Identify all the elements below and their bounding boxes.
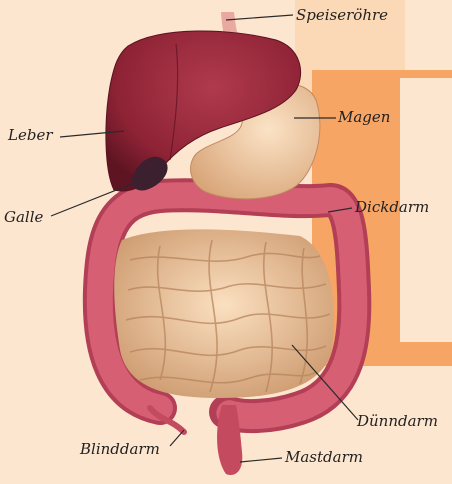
label-liver: Leber [8, 128, 53, 143]
label-appendix: Blinddarm [80, 442, 160, 457]
label-rectum: Mastdarm [285, 450, 363, 465]
label-large-intestine: Dickdarm [355, 200, 429, 215]
label-small-intestine: Dünndarm [357, 414, 438, 429]
small-intestine [114, 229, 334, 398]
label-esophagus: Speiseröhre [296, 8, 388, 23]
label-stomach: Magen [338, 110, 390, 125]
label-gallbladder: Galle [4, 210, 43, 225]
